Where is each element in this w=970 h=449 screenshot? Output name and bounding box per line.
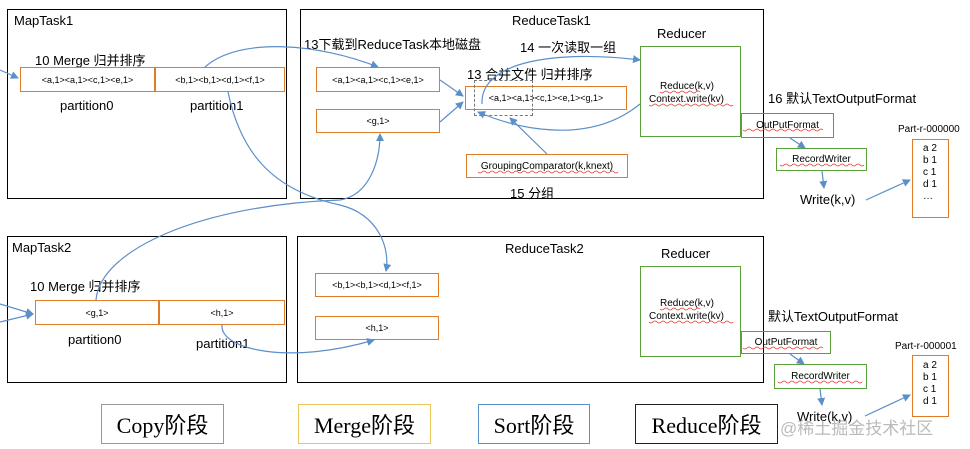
file-line: a 2 bbox=[923, 360, 937, 371]
output-arrow bbox=[819, 170, 828, 189]
spell-underline bbox=[648, 103, 734, 107]
copy-arrow bbox=[221, 324, 375, 354]
copy-arrow bbox=[95, 133, 384, 301]
maptask1-title: MapTask1 bbox=[14, 13, 74, 28]
reducer2-title: Reducer bbox=[661, 246, 711, 261]
reducetask1-grouping-comparator: GroupingComparator(k,knext) bbox=[466, 154, 628, 178]
reducetask1-merge-file-label: 13 合并文件 归并排序 bbox=[467, 67, 593, 82]
reducetask2-file: a 2 b 1 c 1 d 1 bbox=[912, 355, 949, 417]
reducetask1-group-label: 15 分组 bbox=[510, 186, 555, 201]
reducetask1-dashed-selection bbox=[474, 80, 533, 116]
merge-arrow bbox=[439, 101, 464, 123]
reducer1-reduce-call: Reduce(k,v) bbox=[660, 81, 714, 92]
file-line: b 1 bbox=[923, 155, 937, 166]
reducetask2-title: ReduceTask2 bbox=[505, 241, 584, 256]
legend-reduce-phase: Reduce阶段 bbox=[635, 404, 778, 444]
reducetask1-file-name: Part-r-000000 bbox=[898, 124, 960, 135]
maptask1-partition0-cell: <a,1><a,1><c,1><e,1> bbox=[20, 67, 155, 92]
group-arrow bbox=[509, 117, 548, 155]
reducetask2-container bbox=[297, 236, 764, 383]
maptask1-partition0-label: partition0 bbox=[60, 98, 114, 113]
reducer2-box bbox=[640, 266, 741, 357]
read-group-arrow bbox=[477, 103, 641, 131]
reducetask1-file: a 2 b 1 c 1 d 1 … bbox=[912, 139, 949, 218]
spell-underline bbox=[742, 128, 824, 132]
maptask1-merge-label: 10 Merge 归并排序 bbox=[35, 53, 146, 68]
output-arrow bbox=[865, 179, 911, 201]
file-line: d 1 bbox=[923, 396, 937, 407]
maptask2-partition0-cell: <g,1> bbox=[35, 300, 159, 325]
output-arrow bbox=[864, 394, 911, 417]
reducetask2-box-h: <h,1> bbox=[315, 316, 439, 340]
spell-underline bbox=[648, 320, 734, 324]
maptask2-partition1-label: partition1 bbox=[196, 336, 250, 351]
spell-underline bbox=[659, 307, 701, 311]
maptask2-container bbox=[7, 236, 287, 383]
reducer2-reduce-call: Reduce(k,v) bbox=[660, 298, 714, 309]
spell-underline bbox=[742, 346, 824, 350]
spell-underline bbox=[477, 170, 619, 174]
maptask1-container bbox=[7, 9, 287, 199]
reducetask1-outputformat: OutPutFormat bbox=[741, 113, 834, 138]
reducer1-title: Reducer bbox=[657, 26, 707, 41]
file-line: c 1 bbox=[923, 167, 937, 178]
legend-sort-phase: Sort阶段 bbox=[478, 404, 590, 444]
reducetask1-merged-box: <a,1><a,1><c,1><e,1><g,1> bbox=[465, 86, 627, 110]
output-arrow bbox=[789, 137, 806, 149]
merge-arrow bbox=[439, 79, 464, 97]
maptask2-partition1-cell: <h,1> bbox=[159, 300, 285, 325]
reducer1-box bbox=[640, 46, 741, 137]
reducetask1-box-g: <g,1> bbox=[316, 109, 440, 133]
spell-underline bbox=[659, 90, 701, 94]
reducetask2-write: Write(k,v) bbox=[797, 409, 853, 424]
watermark: @稀土掘金技术社区 bbox=[780, 419, 934, 438]
reducetask2-outputformat: OutPutFormat bbox=[741, 331, 831, 354]
reducetask1-container bbox=[300, 9, 764, 199]
read-group-arrow bbox=[481, 55, 641, 105]
file-line: d 1 bbox=[923, 179, 937, 190]
maptask2-partition0-label: partition0 bbox=[68, 332, 122, 347]
reducetask2-box-b: <b,1><b,1><d,1><f,1> bbox=[315, 273, 439, 297]
input-arrow bbox=[0, 311, 34, 323]
reducetask2-file-name: Part-r-000001 bbox=[895, 341, 957, 352]
output-arrow bbox=[789, 353, 805, 365]
input-arrow bbox=[0, 303, 34, 316]
reducetask1-read-group-label: 14 一次读取一组 bbox=[520, 40, 617, 55]
file-line: … bbox=[923, 191, 933, 202]
spell-underline bbox=[779, 163, 865, 167]
input-arrow bbox=[0, 69, 19, 79]
reducetask1-download-label: 13下载到ReduceTask本地磁盘 bbox=[304, 37, 481, 52]
reducer1-context-write: Context.write(kv) bbox=[649, 94, 725, 105]
output-arrow bbox=[817, 388, 826, 406]
reducer2-context-write: Context.write(kv) bbox=[649, 311, 725, 322]
reducetask1-recordwriter: RecordWriter bbox=[776, 148, 867, 171]
copy-arrow bbox=[204, 46, 379, 69]
file-line: b 1 bbox=[923, 372, 937, 383]
file-line: a 2 bbox=[923, 143, 937, 154]
reducetask1-output-label: 16 默认TextOutputFormat bbox=[768, 91, 917, 106]
reducetask1-title: ReduceTask1 bbox=[512, 13, 591, 28]
legend-copy-phase: Copy阶段 bbox=[101, 404, 224, 444]
maptask1-partition1-cell: <b,1><b,1><d,1><f,1> bbox=[155, 67, 285, 92]
maptask2-merge-label: 10 Merge 归并排序 bbox=[30, 279, 141, 294]
spell-underline bbox=[777, 380, 863, 384]
reducetask2-recordwriter: RecordWriter bbox=[774, 364, 867, 389]
legend-merge-phase: Merge阶段 bbox=[298, 404, 431, 444]
file-line: c 1 bbox=[923, 384, 937, 395]
reducetask2-output-label: 默认TextOutputFormat bbox=[768, 309, 899, 324]
maptask2-title: MapTask2 bbox=[12, 240, 72, 255]
copy-arrow bbox=[227, 91, 392, 272]
reducetask1-write: Write(k,v) bbox=[800, 192, 856, 207]
